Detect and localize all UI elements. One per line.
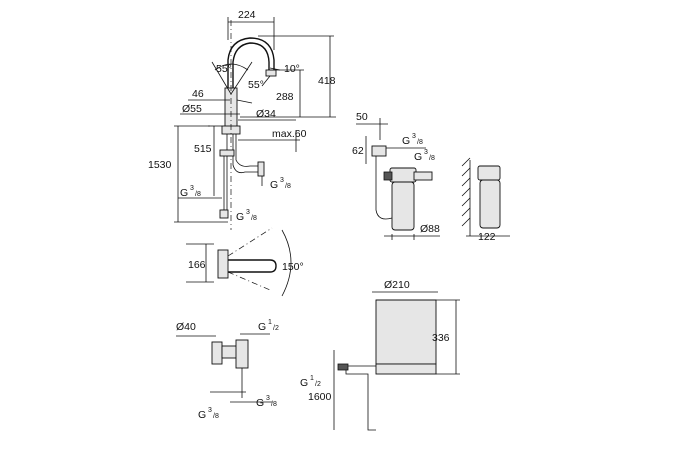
connector-right: [257, 161, 265, 177]
filter-head-bracket: [371, 145, 387, 157]
thread-g38-left: G: [180, 187, 188, 199]
filter-cartridge: [391, 181, 415, 231]
boiler-view: Ø210 336 G 1 /2 1600: [300, 279, 460, 431]
frac-den-9: /2: [315, 381, 321, 388]
filter-inlet: [383, 171, 393, 181]
dim-122: 122: [478, 231, 496, 243]
frac-num-2: 3: [190, 185, 194, 192]
swivel-spout-turned: [227, 227, 273, 257]
frac-den-3: /8: [251, 215, 257, 222]
frac-den-4: /8: [417, 139, 423, 146]
hose-right-2: [235, 134, 262, 167]
frac-num-6: 1: [268, 319, 272, 326]
thread-filter-mid: G: [414, 151, 422, 163]
faucet-spout: [227, 37, 275, 92]
valve-left: [211, 341, 223, 365]
frac-den-2: /8: [195, 191, 201, 198]
faucet-spout-inner: [232, 42, 270, 92]
frac-num-7: 3: [208, 407, 212, 414]
dim-o88: Ø88: [420, 223, 440, 235]
filter-side-cartridge: [479, 179, 501, 229]
boiler-cable: [345, 365, 376, 431]
thread-g12-valve: G: [258, 321, 266, 333]
dim-50: 50: [356, 111, 368, 123]
swivel-arc: [214, 63, 249, 71]
frac-num-4: 3: [412, 133, 416, 140]
frac-num-1: 3: [280, 177, 284, 184]
thread-g38-valve-b: G: [256, 397, 264, 409]
swivel-view: 166 150°: [186, 227, 304, 297]
filter-side-head: [477, 165, 501, 181]
swivel-spout-front: [228, 259, 277, 273]
frac-num-8: 3: [266, 395, 270, 402]
swivel-line-left: [211, 61, 232, 95]
boiler-inlet: [337, 363, 349, 371]
faucet-handle: [236, 99, 253, 104]
dim-224: 224: [238, 9, 256, 21]
connector-bottom: [219, 209, 229, 219]
frac-num-3: 3: [246, 209, 250, 216]
dim-55-right: 55°: [248, 79, 264, 91]
boiler-base: [375, 363, 437, 375]
filter-head: [389, 167, 417, 183]
dim-o40: Ø40: [176, 321, 196, 333]
thread-g38-right: G: [270, 179, 278, 191]
swivel-arc-150: [281, 229, 292, 297]
hose-right: [232, 134, 262, 174]
thread-g38-bottom: G: [236, 211, 244, 223]
frac-num-5: 3: [424, 149, 428, 156]
frac-den-5: /8: [429, 155, 435, 162]
dim-46: 46: [192, 88, 204, 100]
wall-hatch: [461, 157, 471, 227]
valve-right: [235, 339, 249, 369]
frac-den-6: /2: [273, 325, 279, 332]
dim-288: 288: [276, 91, 294, 103]
filter-hose: [375, 156, 393, 220]
frac-den-7: /8: [213, 413, 219, 420]
boiler-tank: [375, 299, 437, 365]
valve-view: Ø40 G 1 /2 G 3 /8 G 3 /8: [176, 319, 279, 421]
dim-62: 62: [352, 145, 364, 157]
filter-valve: [413, 171, 433, 181]
swivel-line-right: [230, 61, 253, 95]
dim-515: 515: [194, 143, 212, 155]
dim-418: 418: [318, 75, 336, 87]
swivel-spout-turned-b: [227, 271, 271, 291]
tilt-line: [261, 75, 271, 87]
filter-view: 50 62 G 3 /8 G 3 /8 Ø88 122: [352, 111, 510, 243]
dim-55-left: 55°: [216, 63, 232, 75]
frac-den-1: /8: [285, 183, 291, 190]
frac-den-8: /8: [271, 401, 277, 408]
dim-max60: max.60: [272, 128, 307, 140]
thread-g38-valve-a: G: [198, 409, 206, 421]
connector-mid: [219, 149, 235, 157]
faucet-spout-head: [265, 69, 277, 77]
dim-o34: Ø34: [256, 108, 276, 120]
dim-o210: Ø210: [384, 279, 410, 291]
dim-1600: 1600: [308, 391, 332, 403]
faucet-view: 224 55° 55° 10° 418 288 46 Ø55 Ø34 max.6…: [148, 9, 336, 230]
swivel-body: [217, 249, 229, 279]
dim-336: 336: [432, 332, 450, 344]
thread-g12-boiler: G: [300, 377, 308, 389]
dim-o55: Ø55: [182, 103, 202, 115]
thread-filter-top: G: [402, 135, 410, 147]
dim-10deg: 10°: [284, 63, 300, 75]
dim-1530: 1530: [148, 159, 172, 171]
dim-166: 166: [188, 259, 206, 271]
frac-num-9: 1: [310, 375, 314, 382]
dim-150deg: 150°: [282, 261, 304, 273]
